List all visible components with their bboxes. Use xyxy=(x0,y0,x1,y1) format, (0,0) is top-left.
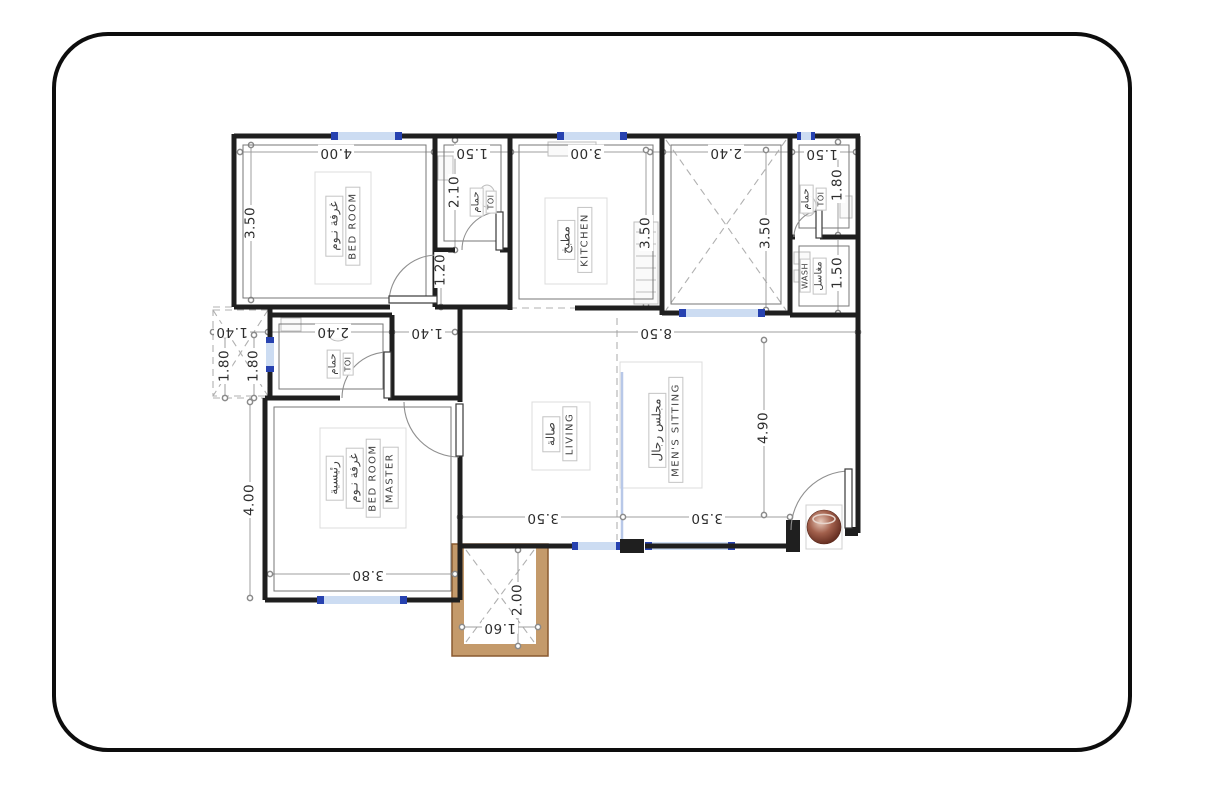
walls xyxy=(231,133,861,603)
room-label-master-en2: MASTER xyxy=(382,446,399,510)
dim-corridor-width: 1.40 xyxy=(408,324,446,341)
dim-shaft-depth-inner: 1.80 xyxy=(245,347,262,385)
rounded-border-frame xyxy=(52,32,1132,752)
room-label-mens-sitting-ar: مجلس رجال xyxy=(648,392,667,468)
room-label-living-en: LIVING xyxy=(562,406,578,462)
room-label-living: صالة LIVING xyxy=(542,406,578,462)
label-zone-outlines xyxy=(314,171,703,529)
room-label-kitchen-ar: مطبخ xyxy=(557,220,576,260)
entrance-pot xyxy=(805,504,843,550)
room-label-mens-sitting-en: MEN'S SITTING xyxy=(668,377,684,483)
room-label-toilet-top-ar: حمام xyxy=(469,187,484,217)
dim-shaft-depth-outer: 1.80 xyxy=(216,347,233,385)
room-label-toilet-left: حمام TOI xyxy=(326,349,354,379)
room-label-master-en1: BED ROOM xyxy=(365,438,381,518)
room-label-wash-ar: مغاسل xyxy=(812,257,827,295)
room-label-bedroom: غرفة نـوم BED ROOM xyxy=(325,186,361,266)
dim-mens-width: 3.50 xyxy=(688,509,726,526)
dim-living-width: 3.50 xyxy=(524,509,562,526)
room-label-mens-sitting: مجلس رجال MEN'S SITTING xyxy=(648,377,684,483)
dim-master-width: 3.80 xyxy=(349,566,387,583)
dim-kitchen-depth: 3.50 xyxy=(637,214,654,252)
dim-toilet-top-depth: 2.10 xyxy=(446,173,463,211)
dim-toilet-left-width: 2.40 xyxy=(314,323,352,340)
dim-toilet-right-depth: 1.80 xyxy=(829,166,846,204)
room-label-toilet-left-en: TOI xyxy=(342,352,354,376)
dim-mens-depth: 4.90 xyxy=(755,409,772,447)
room-label-toilet-top: حمام TOI xyxy=(469,187,497,217)
room-label-living-ar: صالة xyxy=(542,416,561,452)
dim-court-depth: 3.50 xyxy=(757,214,774,252)
room-label-toilet-right-en: TOI xyxy=(815,187,827,211)
wall-blocks xyxy=(620,520,858,553)
dim-bedroom-depth: 3.50 xyxy=(242,204,259,242)
room-label-toilet-right: حمام TOI xyxy=(799,184,827,214)
room-label-kitchen: مطبخ KITCHEN xyxy=(557,207,593,273)
room-label-master-bedroom: رئيسية غرفة نـوم BED ROOM MASTER xyxy=(325,438,399,518)
dim-porch-width: 1.60 xyxy=(481,619,519,636)
dim-wash-depth: 1.50 xyxy=(829,254,846,292)
inner-wall-lines xyxy=(242,144,850,592)
dim-master-depth: 4.00 xyxy=(241,481,258,519)
room-label-toilet-top-en: TOI xyxy=(485,190,497,214)
dim-court-width: 2.40 xyxy=(707,144,745,161)
room-label-bedroom-ar: غرفة نـوم xyxy=(325,195,344,257)
room-label-wash: WASH مغاسل xyxy=(799,257,827,295)
dim-toilet-top-width: 1.50 xyxy=(453,144,491,161)
dim-porch-depth: 2.00 xyxy=(509,581,526,619)
room-label-master-ar2: غرفة نـوم xyxy=(345,447,364,509)
room-label-kitchen-en: KITCHEN xyxy=(577,207,593,273)
dim-hall-span: 8.50 xyxy=(637,324,675,341)
room-label-master-ar1: رئيسية xyxy=(325,455,344,501)
room-label-wash-en: WASH xyxy=(799,258,811,294)
room-label-toilet-right-ar: حمام xyxy=(799,184,814,214)
entry-porch xyxy=(451,543,549,657)
dim-left-shaft-width: 1.40 xyxy=(213,323,251,340)
dim-kitchen-width: 3.00 xyxy=(567,144,605,161)
room-label-bedroom-en: BED ROOM xyxy=(345,186,361,266)
room-label-toilet-left-ar: حمام xyxy=(326,349,341,379)
door-arcs xyxy=(341,210,851,531)
door-leaves xyxy=(383,209,853,529)
dim-corridor-depth: 1.20 xyxy=(432,251,449,289)
dim-toilet-right-width: 1.50 xyxy=(803,145,841,162)
dim-bedroom-width: 4.00 xyxy=(317,144,355,161)
